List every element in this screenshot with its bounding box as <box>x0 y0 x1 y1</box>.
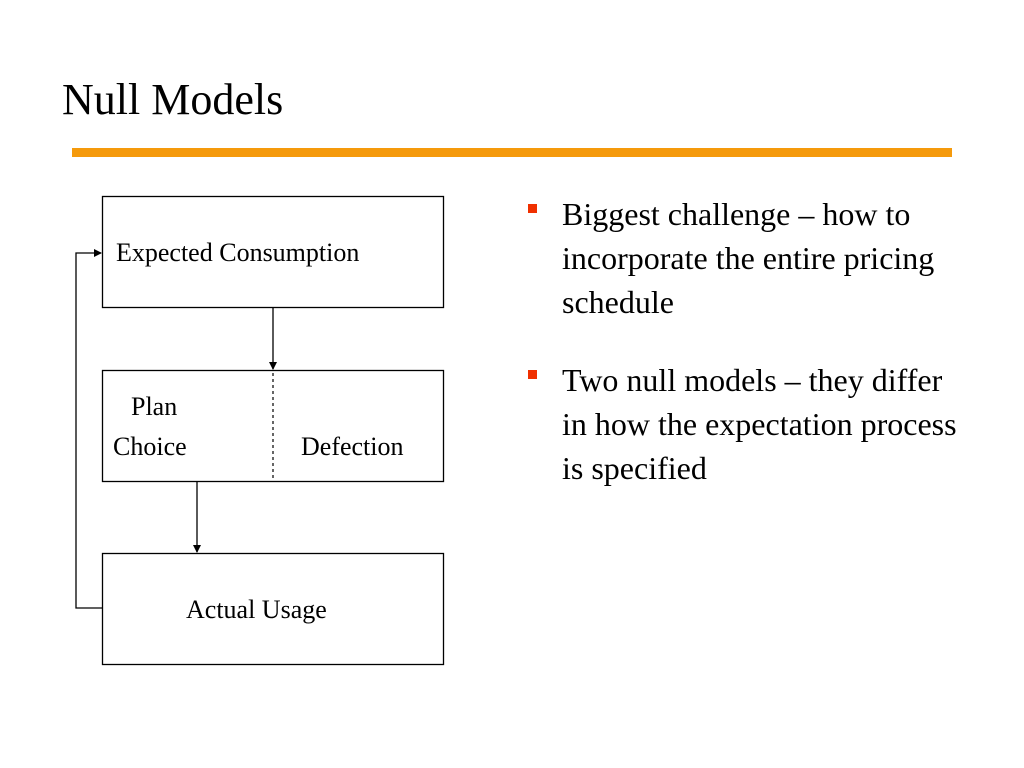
expected-consumption-box <box>101 195 445 309</box>
title-rule <box>72 148 952 157</box>
bullet-list: Biggest challenge – how to incorporate t… <box>522 192 962 490</box>
bullet-text: Two null models – they differ in how the… <box>562 362 957 486</box>
expected-consumption-label: Expected Consumption <box>116 238 360 267</box>
bullet-text: Biggest challenge – how to incorporate t… <box>562 196 935 320</box>
bullet-marker <box>528 370 537 379</box>
bullet-item: Biggest challenge – how to incorporate t… <box>522 192 962 324</box>
choice-label: Choice <box>113 432 187 461</box>
plan-label: Plan <box>131 392 178 421</box>
actual-usage-label: Actual Usage <box>186 595 327 624</box>
actual-usage-box <box>101 552 445 666</box>
feedback-loop-arrow <box>75 249 102 609</box>
slide-title: Null Models <box>62 75 284 124</box>
bullet-item: Two null models – they differ in how the… <box>522 358 962 490</box>
bullet-marker <box>528 204 537 213</box>
defection-label: Defection <box>301 432 404 461</box>
